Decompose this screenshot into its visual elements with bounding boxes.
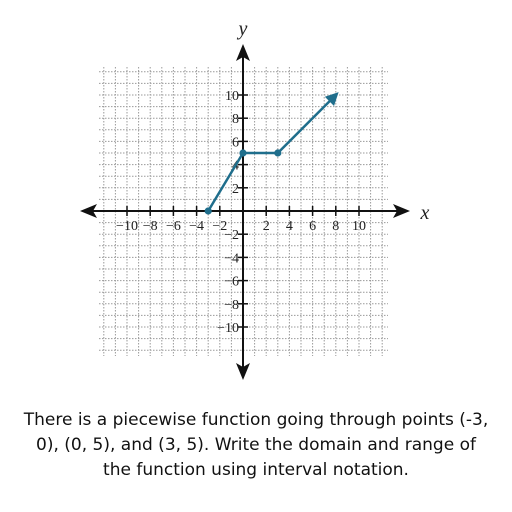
series-line — [207, 94, 337, 212]
y-tick-label: −10 — [217, 321, 239, 336]
x-axis-arrow-right — [393, 204, 410, 218]
data-point — [204, 207, 212, 215]
axes — [80, 44, 410, 380]
x-tick-label: −8 — [143, 219, 158, 234]
y-tick-label: −2 — [224, 228, 239, 243]
data-point — [239, 149, 247, 157]
y-tick-label: 8 — [232, 112, 239, 127]
y-tick-label: 6 — [232, 135, 239, 150]
x-tick-label: 6 — [309, 219, 316, 234]
y-tick-label: −8 — [224, 298, 239, 313]
x-tick-label: 2 — [263, 219, 270, 234]
data-point — [274, 149, 282, 157]
question-text: There is a piecewise function going thro… — [23, 410, 489, 480]
y-tick-label: −6 — [224, 275, 239, 290]
x-tick-label: −10 — [116, 219, 138, 234]
y-axis-arrow-up — [236, 44, 250, 61]
y-axis-label: y — [237, 18, 248, 40]
y-tick-label: −4 — [224, 251, 239, 266]
x-tick-label: −2 — [212, 219, 227, 234]
x-axis-arrow-left — [80, 204, 97, 218]
series — [204, 92, 339, 215]
x-tick-label: 4 — [286, 219, 293, 234]
series-arrowhead — [324, 92, 339, 106]
y-axis-arrow-down — [236, 363, 250, 380]
x-axis-label: x — [420, 202, 430, 224]
x-tick-label: 8 — [332, 219, 339, 234]
x-tick-label: −6 — [166, 219, 181, 234]
x-tick-label: 10 — [352, 219, 366, 234]
y-tick-label: 10 — [225, 89, 239, 104]
x-tick-label: −4 — [189, 219, 204, 234]
y-tick-label: 2 — [232, 182, 239, 197]
